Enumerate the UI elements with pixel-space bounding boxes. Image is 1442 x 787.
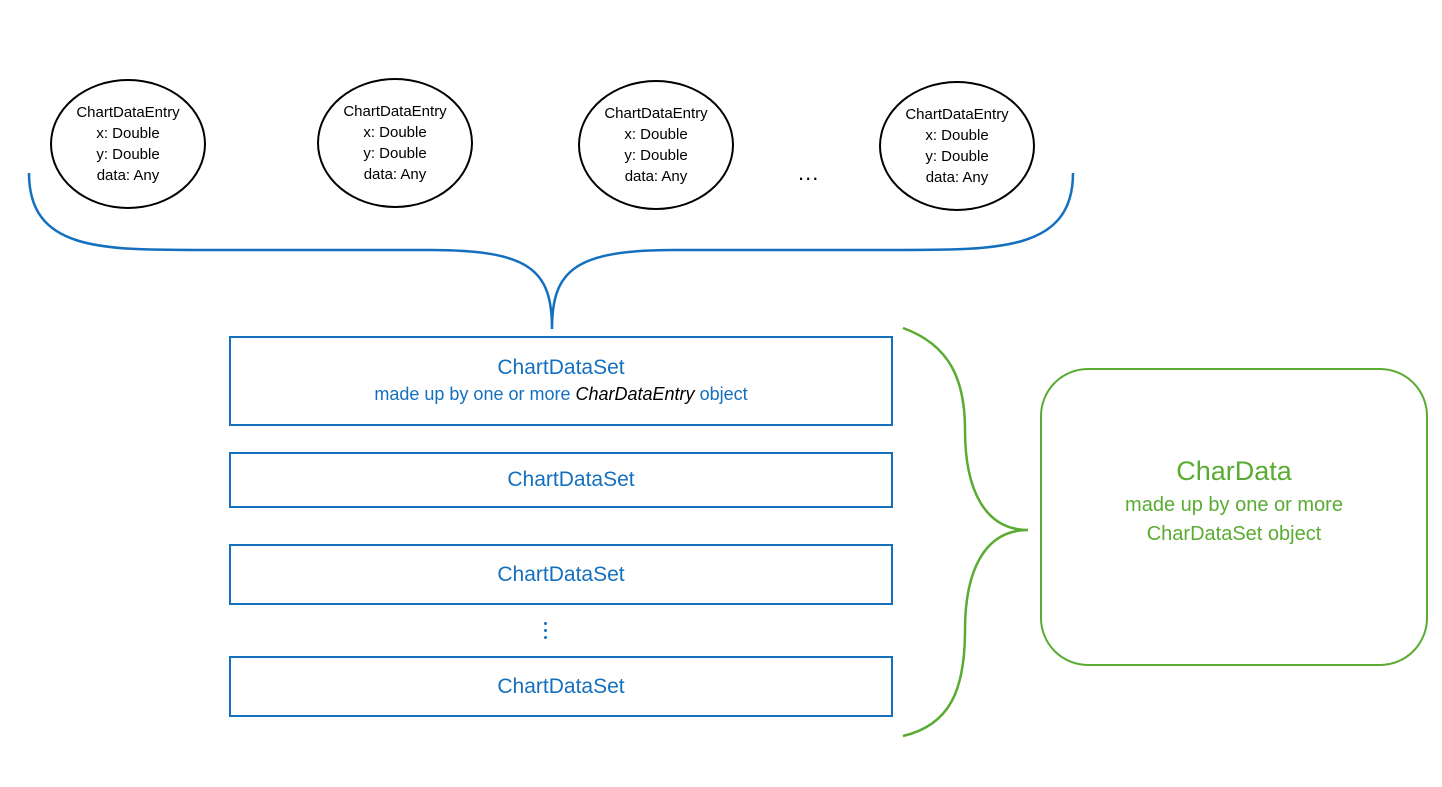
dataset-subtitle: made up by one or more CharDataEntry obj… bbox=[374, 381, 747, 407]
chardata-subtitle-line2: CharDataSet object bbox=[1146, 523, 1322, 545]
entry-x-field: x: Double bbox=[96, 125, 160, 142]
chart-data-entry-node: ChartDataEntry x: Double y: Double data:… bbox=[578, 80, 734, 210]
entry-class-name: ChartDataEntry bbox=[604, 105, 708, 122]
chart-data-entry-node: ChartDataEntry x: Double y: Double data:… bbox=[50, 79, 206, 209]
dataset-title: ChartDataSet bbox=[497, 674, 625, 698]
chardata-subtitle-line1: made up by one or more bbox=[1125, 494, 1343, 516]
dataset-subtitle-entry-class: CharDataEntry bbox=[575, 384, 695, 404]
chardata-title: CharData bbox=[1176, 456, 1292, 486]
datasets-brace bbox=[902, 326, 1029, 738]
chart-data-entry-node: ChartDataEntry x: Double y: Double data:… bbox=[879, 81, 1035, 211]
entries-brace bbox=[27, 172, 1075, 330]
chart-data-set-box: ChartDataSet made up by one or more Char… bbox=[229, 336, 893, 426]
entry-y-field: y: Double bbox=[624, 147, 688, 164]
entry-y-field: y: Double bbox=[363, 145, 427, 162]
entry-x-field: x: Double bbox=[363, 124, 427, 141]
chart-data-entry-node: ChartDataEntry x: Double y: Double data:… bbox=[317, 78, 473, 208]
entry-data-field: data: Any bbox=[624, 168, 688, 185]
dataset-title: ChartDataSet bbox=[497, 562, 625, 586]
dataset-title: ChartDataSet bbox=[497, 356, 625, 379]
dataset-subtitle-pre: made up by one or more bbox=[374, 384, 576, 404]
chart-data-set-box: ChartDataSet bbox=[229, 544, 893, 605]
entry-x-field: x: Double bbox=[624, 126, 688, 143]
entry-x-field: x: Double bbox=[925, 127, 989, 144]
entry-class-name: ChartDataEntry bbox=[76, 104, 180, 121]
entry-data-field: data: Any bbox=[96, 167, 160, 184]
dataset-title: ChartDataSet bbox=[507, 468, 635, 491]
entry-y-field: y: Double bbox=[96, 146, 160, 163]
entry-class-name: ChartDataEntry bbox=[343, 103, 447, 120]
entry-y-field: y: Double bbox=[925, 148, 989, 165]
chart-data-box: CharData made up by one or more CharData… bbox=[1040, 368, 1428, 666]
chart-data-set-box: ChartDataSet bbox=[229, 452, 893, 508]
datasets-vertical-ellipsis bbox=[538, 622, 552, 643]
chart-data-set-box: ChartDataSet bbox=[229, 656, 893, 717]
dataset-subtitle-post: object bbox=[694, 384, 748, 404]
entry-class-name: ChartDataEntry bbox=[905, 106, 1009, 123]
entry-data-field: data: Any bbox=[363, 166, 427, 183]
entries-ellipsis: ... bbox=[798, 160, 820, 185]
entry-data-field: data: Any bbox=[925, 169, 989, 186]
